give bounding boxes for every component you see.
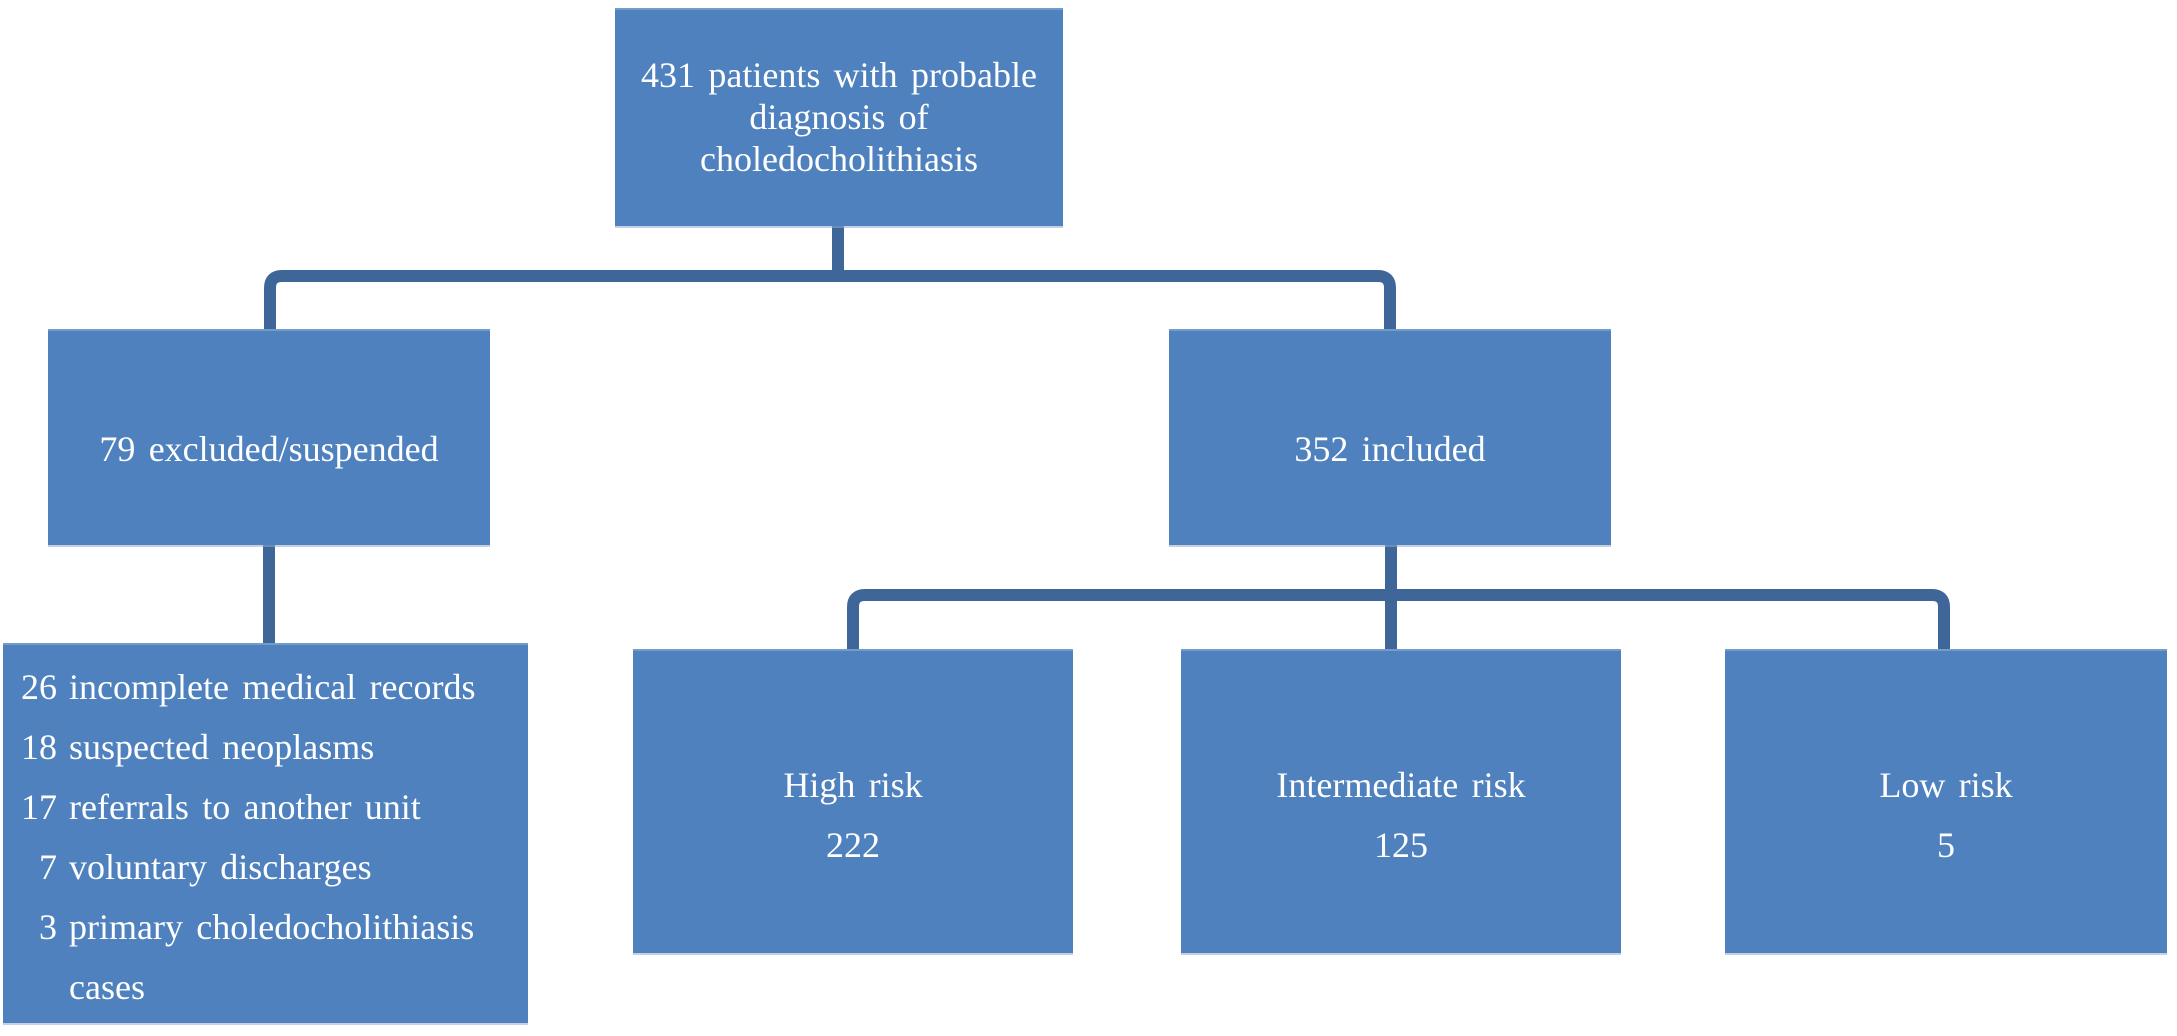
high-risk-count: 222 bbox=[826, 825, 880, 865]
exclusion-count: 17 bbox=[21, 787, 57, 827]
node-root-line-1: 431 patients with probable bbox=[641, 55, 1037, 95]
exclusion-count: 18 bbox=[21, 727, 57, 767]
exclusion-label: voluntary discharges bbox=[69, 847, 372, 887]
intermediate-risk-count: 125 bbox=[1374, 825, 1428, 865]
exclusion-item: 3 primary choledocholithiasis cases bbox=[17, 897, 520, 1017]
node-excluded: 79 excluded/suspended bbox=[48, 329, 490, 545]
exclusion-label: incomplete medical records bbox=[69, 667, 476, 707]
intermediate-risk-label: Intermediate risk bbox=[1276, 765, 1526, 805]
node-excluded-label: 79 excluded/suspended bbox=[99, 429, 439, 469]
node-root-line-2: diagnosis of bbox=[749, 97, 929, 137]
node-included: 352 included bbox=[1169, 329, 1611, 545]
node-intermediate-risk: Intermediate risk 125 bbox=[1181, 649, 1621, 953]
exclusion-label: primary choledocholithiasis cases bbox=[69, 907, 475, 1007]
high-risk-label: High risk bbox=[783, 765, 923, 805]
node-exclusion-reasons: 26 incomplete medical records 18 suspect… bbox=[3, 643, 528, 1023]
node-root-line-3: choledocholithiasis bbox=[700, 139, 978, 179]
node-root: 431 patients with probable diagnosis of … bbox=[615, 8, 1063, 226]
exclusion-count: 26 bbox=[21, 667, 57, 707]
low-risk-label: Low risk bbox=[1879, 765, 2013, 805]
exclusion-item: 17 referrals to another unit bbox=[17, 777, 520, 837]
node-low-risk: Low risk 5 bbox=[1725, 649, 2167, 953]
low-risk-count: 5 bbox=[1937, 825, 1955, 865]
exclusion-label: referrals to another unit bbox=[69, 787, 421, 827]
node-high-risk: High risk 222 bbox=[633, 649, 1073, 953]
exclusion-item: 7 voluntary discharges bbox=[17, 837, 520, 897]
exclusion-count: 7 bbox=[39, 847, 57, 887]
node-included-label: 352 included bbox=[1294, 429, 1486, 469]
exclusion-item: 18 suspected neoplasms bbox=[17, 717, 520, 777]
exclusion-count: 3 bbox=[39, 907, 57, 947]
connector-root-branch bbox=[264, 270, 1396, 329]
exclusion-item: 26 incomplete medical records bbox=[17, 657, 520, 717]
connector-included-branch bbox=[847, 589, 1950, 651]
exclusion-label: suspected neoplasms bbox=[69, 727, 375, 767]
